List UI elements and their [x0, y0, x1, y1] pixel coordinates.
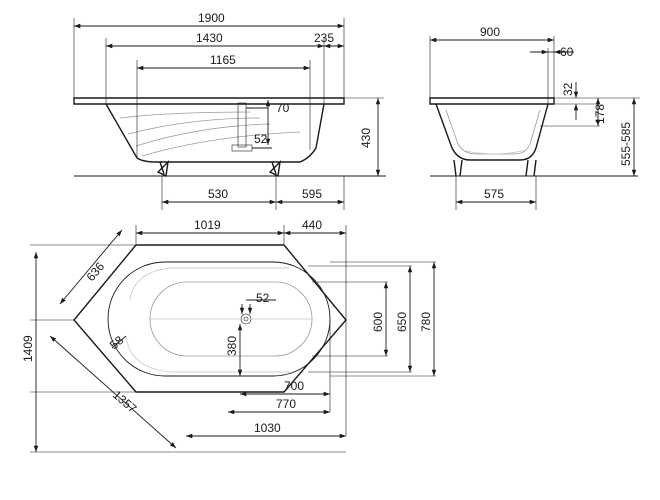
dim-foot-distance: 595 — [302, 187, 322, 201]
plan-view-outer-oval — [107, 261, 331, 377]
dim-side-edge: 636 — [84, 259, 108, 284]
dim-width: 900 — [480, 25, 500, 39]
dim-foot-spacing: 575 — [484, 187, 504, 201]
end-view-inner-contour — [445, 109, 541, 155]
side-view-right-foot — [268, 160, 281, 178]
dim-waste-diameter: 52 — [254, 132, 268, 146]
dim-waste-position: 380 — [225, 336, 239, 356]
side-view-tub-body — [105, 103, 325, 163]
side-view-waste — [231, 144, 253, 152]
dim-rim-offset: 235 — [314, 31, 334, 45]
dim-rim-width: 60 — [560, 45, 574, 59]
side-view-rim — [73, 97, 345, 105]
end-view-rim — [429, 97, 555, 105]
side-view-overflow-pipe — [237, 102, 247, 148]
end-view-tub-body — [435, 103, 549, 161]
dim-height: 430 — [359, 128, 373, 148]
dim-total-height: 555-585 — [619, 122, 633, 166]
dim-top-offset: 440 — [302, 218, 322, 232]
plan-view-outline — [73, 244, 347, 393]
dim-length-700: 700 — [284, 379, 304, 393]
dim-corner-radius: 58 — [107, 333, 126, 353]
dim-length-1030: 1030 — [254, 421, 281, 435]
dim-inner-length: 1430 — [196, 31, 223, 45]
dim-waste-offset: 70 — [276, 101, 290, 115]
end-view: 900 60 32 178 555-585 575 — [429, 25, 640, 210]
dim-overall-height: 1409 — [21, 335, 35, 362]
dim-top-length: 1019 — [194, 218, 221, 232]
plan-view: 1019 440 636 52 600 650 780 380 58 700 7… — [21, 218, 437, 453]
end-view-left-foot — [453, 159, 463, 177]
dim-plan-waste-diameter: 52 — [256, 291, 270, 305]
dim-length-770: 770 — [276, 397, 296, 411]
dim-overall-length: 1900 — [198, 11, 225, 25]
dim-interior-width: 600 — [371, 312, 385, 332]
dim-width-650: 650 — [395, 312, 409, 332]
dim-bottom-length: 1165 — [210, 53, 236, 67]
dim-foot-position: 530 — [208, 187, 228, 201]
side-view: 1900 1430 235 1165 70 52 430 530 595 — [73, 11, 386, 210]
dim-overall-width: 780 — [419, 312, 433, 332]
end-view-right-foot — [525, 159, 537, 177]
side-view-left-foot — [156, 160, 169, 178]
dim-rim-height: 32 — [561, 82, 575, 96]
dim-depth: 178 — [593, 104, 607, 124]
side-view-inner-contour — [119, 111, 301, 157]
